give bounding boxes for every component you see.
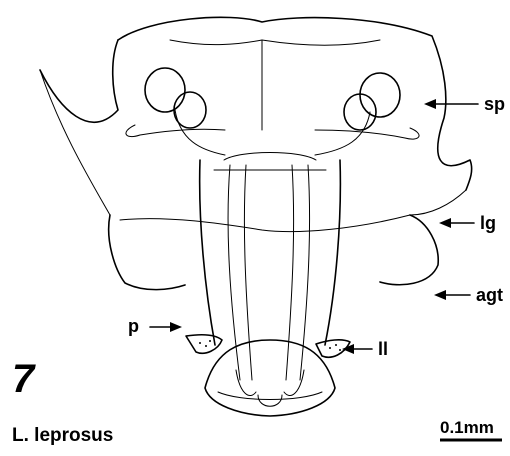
species-name: L. leprosus [12,425,113,446]
label-agt: agt [476,285,503,305]
body-outline [40,17,472,215]
label-lg: lg [480,213,496,233]
sclerites [186,335,350,357]
scale-bar: 0.1mm [440,418,502,440]
lateral-lobes [109,215,439,290]
central-structure [200,153,341,417]
spermathecae [126,68,419,155]
scale-bar-label: 0.1mm [440,418,494,437]
label-sp: sp [484,94,505,114]
label-ll: ll [378,339,388,359]
figure-number: 7 [12,357,36,401]
label-p: p [128,316,139,336]
label-arrows [150,99,478,354]
